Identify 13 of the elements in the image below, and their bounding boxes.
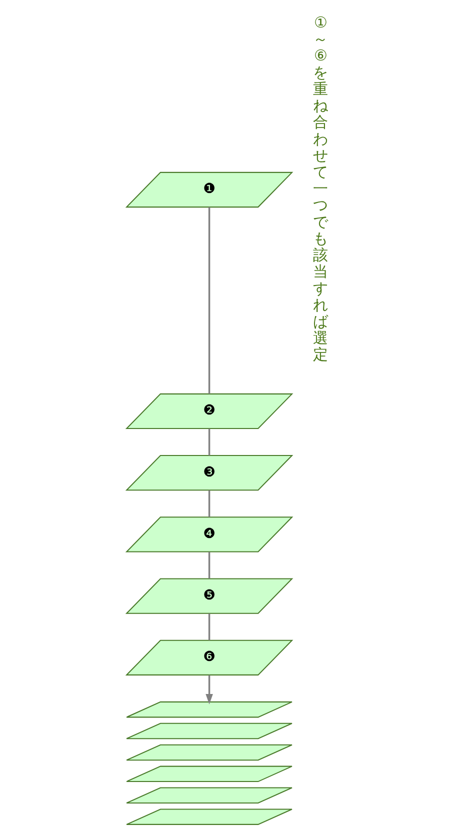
connector — [208, 613, 210, 640]
node-parallelogram — [126, 744, 292, 760]
node-parallelogram — [126, 700, 292, 718]
arrow — [206, 674, 213, 704]
node-parallelogram — [126, 808, 292, 824]
node-parallelogram — [126, 765, 292, 782]
connector — [208, 428, 210, 455]
connector — [208, 490, 210, 517]
node-parallelogram — [126, 786, 292, 804]
connector — [208, 551, 210, 578]
connector — [208, 206, 210, 394]
node-parallelogram — [126, 722, 292, 739]
label: ①～⑥を重ね合わせて一つでも該当すれば選定 — [313, 14, 328, 364]
